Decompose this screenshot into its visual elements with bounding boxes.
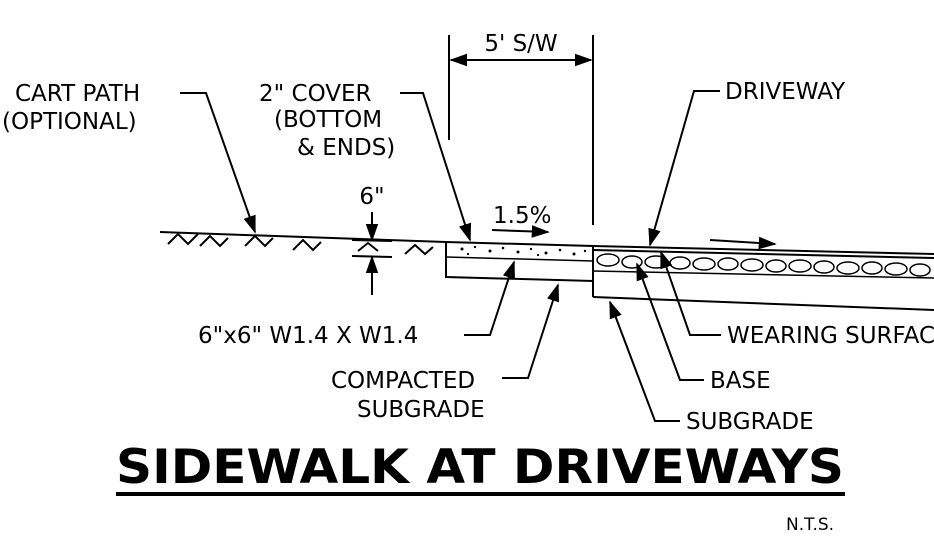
earth-hatch [167, 232, 434, 256]
slope-label: 1.5% [493, 203, 551, 229]
base-callout: BASE [636, 262, 771, 394]
cart-path-label-2: (OPTIONAL) [2, 109, 137, 135]
cover-callout: 2" COVER (BOTTOM & ENDS) [259, 81, 472, 242]
compacted-subgrade-callout: COMPACTED SUBGRADE [331, 283, 560, 423]
mesh-callout: 6"x6" W1.4 X W1.4 [198, 260, 515, 349]
detail-title: SIDEWALK AT DRIVEWAYS [116, 440, 844, 495]
cover-label-3: & ENDS) [297, 135, 395, 161]
wearing-surface-label: WEARING SURFACE [727, 323, 934, 349]
slope-indicator: 1.5% [491, 203, 551, 238]
cart-path-label-1: CART PATH [15, 81, 140, 107]
compacted-label-2: SUBGRADE [357, 397, 485, 423]
cover-label-1: 2" COVER [259, 81, 372, 107]
scale-note: N.T.S. [786, 515, 834, 535]
cover-label-2: (BOTTOM [274, 107, 382, 133]
base-label: BASE [710, 368, 771, 394]
sidewalk-slab [445, 240, 594, 283]
subgrade-label: SUBGRADE [686, 409, 814, 435]
driveway-slope-arrow [709, 236, 777, 250]
existing-ground-line [159, 231, 447, 243]
dimension-label: 5' S/W [484, 31, 557, 57]
mesh-label: 6"x6" W1.4 X W1.4 [198, 323, 418, 349]
cart-path-callout: CART PATH (OPTIONAL) [2, 81, 256, 234]
sidewalk-width-dimension: 5' S/W [448, 31, 594, 225]
driveway-callout: DRIVEWAY [648, 79, 846, 247]
compacted-label-1: COMPACTED [331, 368, 475, 394]
thickness-dimension: 6" [351, 184, 393, 295]
thickness-label: 6" [359, 184, 384, 210]
driveway-label: DRIVEWAY [725, 79, 846, 105]
subgrade-callout: SUBGRADE [609, 300, 814, 435]
wearing-surface-callout: WEARING SURFACE [660, 250, 934, 349]
driveway-section [592, 245, 934, 311]
